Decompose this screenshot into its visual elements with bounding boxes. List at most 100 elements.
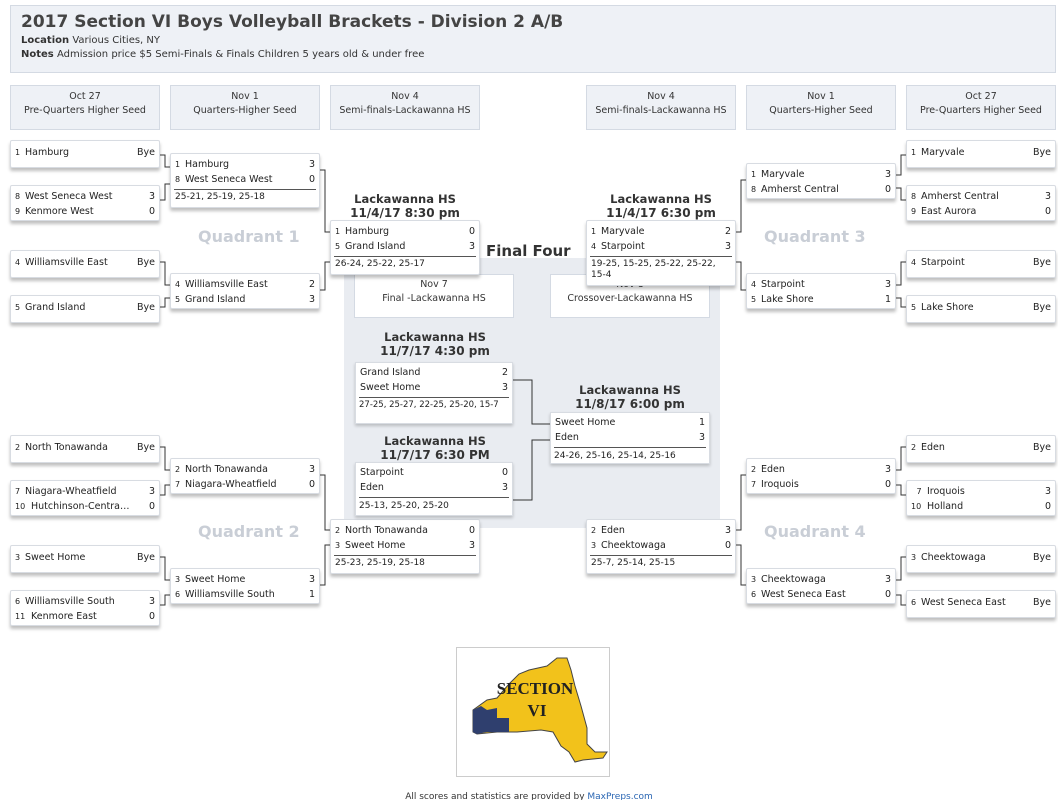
team-name: Grand Island bbox=[360, 367, 421, 378]
connector-line bbox=[320, 261, 330, 291]
col-head-left-prequarters: Oct 27 Pre-Quarters Higher Seed bbox=[10, 85, 160, 130]
set-scores: 26-24, 25-22, 25-17 bbox=[334, 256, 476, 269]
team-name: West Seneca West bbox=[185, 174, 273, 185]
team-name: Starpoint bbox=[921, 257, 965, 268]
team-name: North Tonawanda bbox=[185, 464, 268, 475]
logo-line-2: VI bbox=[528, 701, 547, 720]
maxpreps-link[interactable]: MaxPreps.com bbox=[587, 792, 653, 800]
connector-line bbox=[896, 261, 906, 286]
team-name: West Seneca East bbox=[761, 589, 846, 600]
team-name: Williamsville East bbox=[25, 257, 108, 268]
team-name: Maryvale bbox=[921, 147, 965, 158]
team-name: Hutchinson-Central Te... bbox=[31, 501, 131, 512]
team-name: Hamburg bbox=[185, 159, 230, 170]
team-name: Grand Island bbox=[185, 294, 246, 305]
set-scores: 25-21, 25-19, 25-18 bbox=[174, 189, 316, 202]
team-name: Sweet Home bbox=[345, 540, 406, 551]
team-name: Iroquois bbox=[927, 486, 965, 497]
team-name: Hamburg bbox=[345, 226, 390, 237]
final-head: Nov 7 Final -Lackawanna HS bbox=[354, 274, 514, 318]
connector-line bbox=[896, 154, 906, 176]
final-date: Nov 7 bbox=[420, 279, 448, 290]
semi-venue: Lackawanna HS 11/4/17 8:30 pm bbox=[350, 192, 460, 220]
col-date: Nov 1 bbox=[231, 91, 259, 102]
team-name: Starpoint bbox=[360, 467, 404, 478]
connector-line bbox=[160, 446, 170, 471]
team-name: Amherst Central bbox=[761, 184, 839, 195]
final-b-venue: Lackawanna HS 11/7/17 6:30 PM bbox=[380, 434, 490, 462]
team-name: Sweet Home bbox=[555, 417, 616, 428]
footer-text: All scores and statistics are provided b… bbox=[405, 792, 588, 800]
connector-line bbox=[896, 446, 906, 471]
team-name: North Tonawanda bbox=[345, 525, 428, 536]
col-head-right-quarters: Nov 1 Quarters-Higher Seed bbox=[746, 85, 896, 130]
team-name: Maryvale bbox=[761, 169, 805, 180]
logo-line-1: SECTION bbox=[497, 679, 574, 698]
team-name: Williamsville South bbox=[25, 596, 115, 607]
set-scores: 19-25, 15-25, 25-22, 25-22, 15-4 bbox=[590, 256, 732, 281]
team-name: Kenmore West bbox=[25, 206, 94, 217]
team-name: East Aurora bbox=[921, 206, 977, 217]
connector-line bbox=[896, 484, 906, 496]
team-name: Starpoint bbox=[761, 279, 805, 290]
team-name: Eden bbox=[761, 464, 785, 475]
team-name: Kenmore East bbox=[31, 611, 97, 622]
connector-line bbox=[896, 187, 906, 201]
connector-line bbox=[320, 169, 330, 233]
final-label: Final -Lackawanna HS bbox=[382, 293, 486, 304]
location-value: Various Cities, NY bbox=[72, 35, 161, 46]
team-name: Amherst Central bbox=[921, 191, 999, 202]
team-name: Lake Shore bbox=[761, 294, 814, 305]
footer: All scores and statistics are provided b… bbox=[0, 792, 1058, 800]
set-scores: 25-7, 25-14, 25-15 bbox=[590, 555, 732, 568]
col-date: Oct 27 bbox=[965, 91, 997, 102]
col-label: Quarters-Higher Seed bbox=[193, 105, 297, 116]
col-head-right-semis: Nov 4 Semi-finals-Lackawanna HS bbox=[586, 85, 736, 130]
col-head-left-semis: Nov 4 Semi-finals-Lackawanna HS bbox=[330, 85, 480, 130]
team-name: North Tonawanda bbox=[25, 442, 108, 453]
connector-line bbox=[160, 261, 170, 286]
team-name: West Seneca West bbox=[25, 191, 113, 202]
team-name: Eden bbox=[360, 482, 384, 493]
col-head-right-prequarters: Oct 27 Pre-Quarters Higher Seed bbox=[906, 85, 1056, 130]
team-name: Williamsville South bbox=[185, 589, 275, 600]
set-scores: 25-23, 25-19, 25-18 bbox=[334, 555, 476, 568]
quadrant-4-label: Quadrant 4 bbox=[764, 522, 866, 541]
team-name: Niagara-Wheatfield bbox=[25, 486, 117, 497]
team-name: Eden bbox=[921, 442, 945, 453]
connector-line bbox=[896, 556, 906, 581]
col-label: Semi-finals-Lackawanna HS bbox=[339, 105, 471, 116]
connector-line bbox=[320, 474, 330, 531]
